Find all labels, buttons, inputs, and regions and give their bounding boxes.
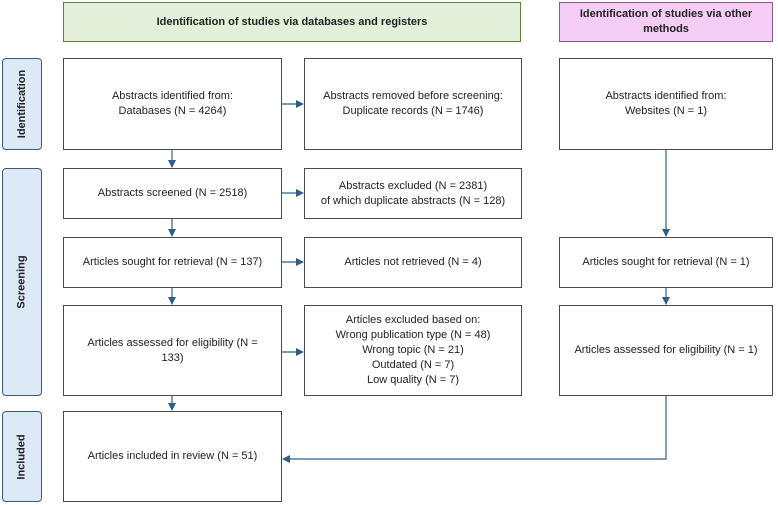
box-db-not-retrieved: Articles not retrieved (N = 4) [304,237,522,288]
header-other-line-1: Identification of studies via other [579,8,753,20]
box-included-text: Articles included in review (N = 51) [87,450,258,462]
box-included: Articles included in review (N = 51) [63,411,282,502]
phase-identification: Identification [2,58,42,150]
box-db-removed-line-1: Abstracts removed before screening: [323,90,503,102]
box-other-sought-text: Articles sought for retrieval (N = 1) [582,256,750,268]
arrow-other-assessed-to-included [282,396,667,463]
box-db-excluded-reasons: Articles excluded based on: Wrong public… [304,305,522,396]
box-db-assessed-line-2: 133) [161,351,184,364]
phase-screening: Screening [2,168,42,396]
box-db-sought-text: Articles sought for retrieval (N = 137) [82,256,263,268]
box-other-identified-line-1: Abstracts identified from: [605,90,727,102]
excluded-reason-publication-type: Wrong publication type (N = 48) [335,329,491,341]
box-other-identified: Abstracts identified from: Websites (N =… [559,58,773,150]
box-db-excluded-line-2: of which duplicate abstracts (N = 128) [320,194,506,207]
box-db-not-retrieved-text: Articles not retrieved (N = 4) [344,256,482,268]
phase-included: Included [2,411,42,502]
box-db-identified: Abstracts identified from: Databases (N … [63,58,282,150]
header-other-line-2: methods [643,23,689,35]
box-db-identified-line-1: Abstracts identified from: [111,90,234,102]
header-databases: Identification of studies via databases … [63,2,521,42]
box-other-assessed-text: Articles assessed for eligibility (N = 1… [574,344,758,356]
box-db-excluded: Abstracts excluded (N = 2381) of which d… [304,168,522,219]
excluded-reason-outdated: Outdated (N = 7) [371,359,455,371]
excluded-reasons-heading: Articles excluded based on: [345,314,481,326]
box-db-excluded-line-1: Abstracts excluded (N = 2381) [338,179,488,192]
header-other-methods: Identification of studies via other meth… [559,2,773,42]
excluded-reason-wrong-topic: Wrong topic (N = 21) [362,344,464,356]
box-db-assessed: Articles assessed for eligibility (N = 1… [63,305,282,396]
box-db-removed-line-2: Duplicate records (N = 1746) [342,105,484,117]
box-db-identified-line-2: Databases (N = 4264) [118,105,227,117]
box-db-screened: Abstracts screened (N = 2518) [63,168,282,219]
box-db-removed: Abstracts removed before screening: Dupl… [304,58,522,150]
box-other-sought: Articles sought for retrieval (N = 1) [559,237,773,288]
box-db-sought: Articles sought for retrieval (N = 137) [63,237,282,288]
excluded-reason-low-quality: Low quality (N = 7) [366,374,459,386]
box-db-assessed-line-1: Articles assessed for eligibility (N = [87,336,258,349]
box-other-identified-line-2: Websites (N = 1) [624,105,708,117]
box-other-assessed: Articles assessed for eligibility (N = 1… [559,305,773,396]
header-databases-text: Identification of studies via databases … [156,15,428,28]
box-db-screened-text: Abstracts screened (N = 2518) [97,187,248,199]
